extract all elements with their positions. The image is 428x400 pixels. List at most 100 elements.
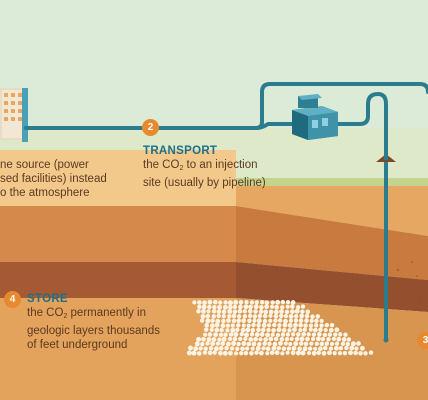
co2-bubble: [242, 314, 248, 319]
co2-bubble: [192, 300, 197, 305]
co2-bubble: [265, 351, 270, 356]
co2-bubble: [276, 346, 281, 351]
co2-bubble: [294, 336, 300, 342]
co2-bubble: [243, 336, 248, 342]
co2-bubble: [306, 332, 311, 337]
co2-bubble: [317, 331, 322, 337]
transport-text-pre: the CO: [143, 159, 180, 171]
co2-bubble: [197, 304, 202, 310]
co2-bubble: [276, 327, 282, 333]
co2-bubble: [249, 351, 254, 356]
co2-bubble: [213, 299, 218, 305]
co2-bubble: [215, 318, 221, 324]
co2-bubble: [215, 341, 221, 346]
co2-bubble: [300, 350, 306, 356]
co2-bubble: [203, 327, 209, 332]
co2-bubble: [313, 346, 318, 351]
co2-bubble: [305, 336, 310, 342]
capture-line-1: ne source (power: [0, 159, 89, 171]
co2-bubble: [311, 350, 317, 356]
co2-bubble: [300, 309, 305, 314]
co2-bubble: [280, 299, 286, 305]
co2-bubble: [290, 300, 296, 305]
co2-bubble: [188, 345, 193, 351]
co2-bubble: [329, 341, 335, 347]
co2-bubble: [261, 327, 266, 333]
injection-well-bottom: [383, 337, 389, 343]
co2-bubble: [233, 299, 239, 305]
co2-bubble: [343, 332, 348, 337]
co2-bubble: [214, 322, 220, 328]
co2-bubble: [253, 309, 258, 314]
co2-bubble: [354, 346, 359, 351]
co2-bubble: [344, 345, 349, 351]
co2-bubble: [209, 327, 214, 333]
co2-bubble: [191, 350, 197, 356]
co2-bubble: [272, 322, 277, 328]
injection-station-building-icon: [292, 94, 338, 140]
co2-bubble: [266, 327, 271, 333]
co2-bubble: [261, 322, 267, 328]
co2-bubble: [287, 328, 292, 333]
co2-bubble: [313, 327, 318, 333]
co2-bubble: [271, 328, 276, 333]
co2-bubble: [273, 336, 279, 342]
step-badge-3: 3: [417, 332, 428, 349]
rock-speckles: [396, 261, 425, 307]
co2-bubble: [232, 304, 238, 310]
co2-bubble: [270, 300, 275, 305]
co2-bubble: [225, 323, 231, 328]
co2-bubble: [222, 304, 228, 310]
co2-bubble: [205, 313, 211, 319]
co2-bubble: [319, 341, 325, 347]
co2-bubble: [218, 345, 224, 351]
co2-bubble: [236, 314, 242, 319]
co2-bubble: [210, 318, 215, 323]
co2-bubble: [310, 336, 316, 342]
co2-bubble: [217, 337, 222, 342]
co2-bubble: [358, 351, 363, 356]
co2-bubble: [265, 346, 271, 352]
co2-bubble: [231, 313, 237, 319]
co2-bubble: [203, 346, 208, 351]
rock-layer-side: [236, 262, 428, 312]
store-line-3: of feet underground: [27, 339, 128, 351]
co2-bubble: [202, 332, 208, 337]
co2-bubble: [218, 332, 224, 338]
co2-bubble: [230, 327, 236, 333]
co2-bubble: [281, 327, 287, 333]
co2-bubble: [273, 313, 279, 319]
co2-bubble: [210, 341, 216, 347]
co2-bubble: [279, 336, 285, 342]
co2-bubble: [246, 323, 251, 328]
co2-bubble: [266, 323, 272, 328]
co2-bubble: [267, 341, 272, 347]
co2-bubble: [306, 350, 312, 356]
co2-bubble: [207, 299, 213, 305]
co2-bubble: [314, 318, 319, 324]
co2-bubble: [311, 332, 317, 337]
co2-bubble: [342, 350, 348, 356]
co2-bubble: [285, 350, 290, 355]
co2-bubble: [228, 332, 234, 337]
co2-bubble: [221, 318, 226, 324]
co2-bubble: [305, 309, 311, 315]
co2-bubble: [219, 327, 224, 333]
co2-bubble: [274, 350, 280, 356]
co2-bubble: [258, 309, 264, 314]
co2-bubble: [244, 300, 249, 305]
co2-bubble: [284, 336, 290, 342]
co2-bubble: [293, 318, 299, 323]
transport-text-sub: 2: [179, 165, 184, 172]
co2-bubble: [291, 332, 296, 337]
co2-bubble: [289, 309, 295, 315]
co2-bubble: [261, 346, 266, 351]
store-step-label: STORE the CO2 permanently in geologic la…: [27, 292, 160, 352]
co2-bubble: [315, 336, 321, 342]
co2-bubble: [253, 336, 258, 342]
co2-bubble: [338, 346, 344, 351]
co2-bubble: [223, 332, 228, 337]
co2-bubble: [245, 346, 250, 351]
